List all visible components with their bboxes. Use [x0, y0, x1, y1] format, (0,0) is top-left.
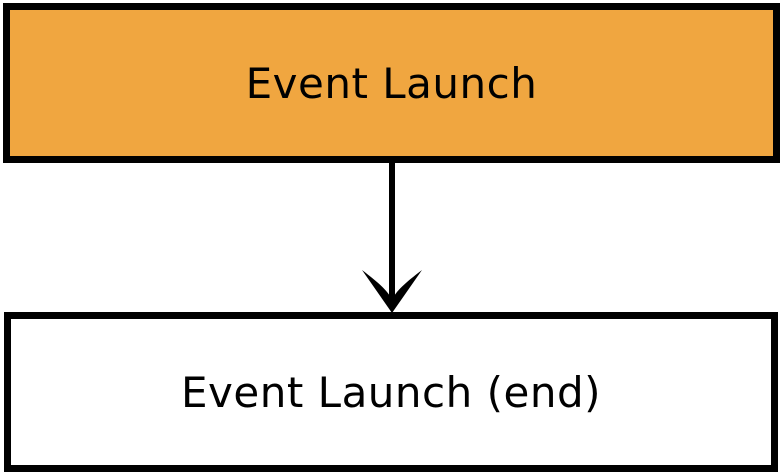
node-event-launch: Event Launch — [3, 3, 780, 163]
node-event-launch-end: Event Launch (end) — [4, 312, 778, 472]
node-event-launch-end-label: Event Launch (end) — [181, 367, 601, 417]
arrowhead-down-icon — [362, 270, 422, 313]
node-event-launch-label: Event Launch — [245, 58, 538, 108]
